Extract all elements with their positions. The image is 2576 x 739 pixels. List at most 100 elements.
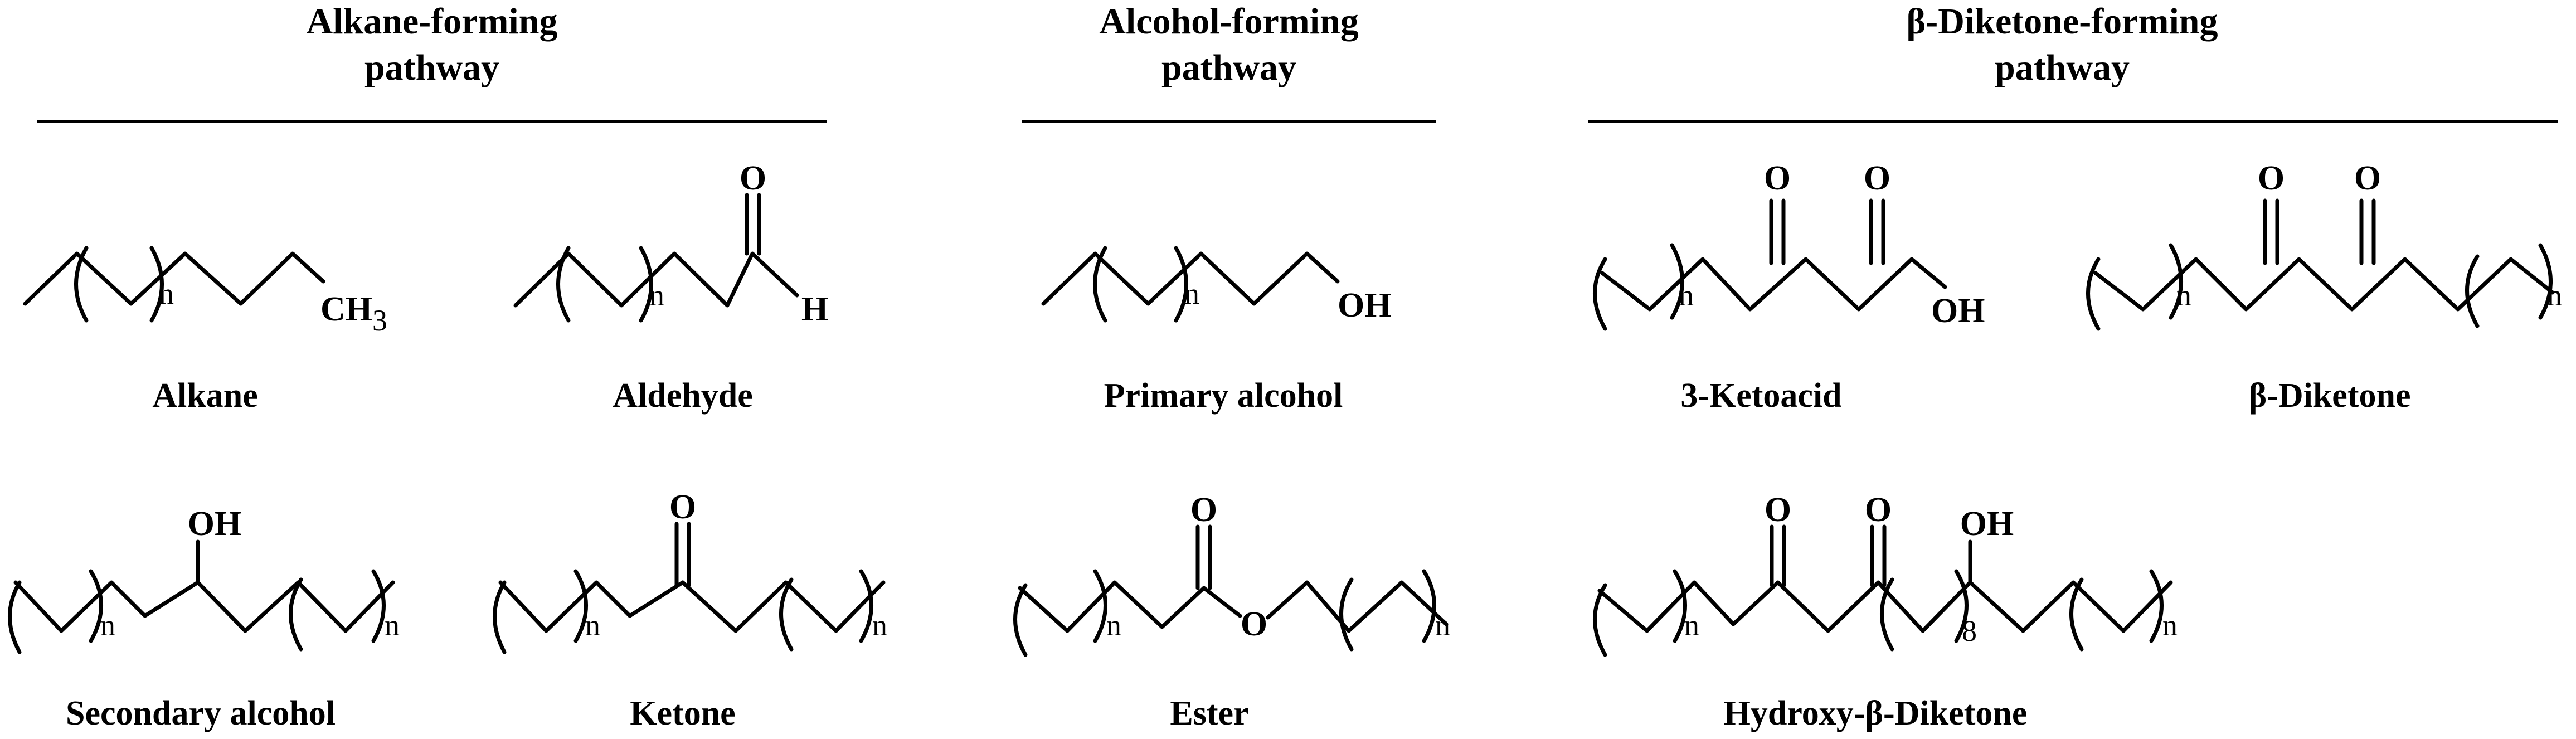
ketone-double-bond-2 [2359, 198, 2376, 265]
section-header-alcohol: Alcohol-forming pathway [1022, 1, 1436, 123]
carbon-chain [513, 251, 799, 308]
repeat-subscript: n [1684, 609, 1699, 642]
section-title-line1: Alkane-forming [307, 1, 558, 42]
repeat-bracket-close [89, 569, 103, 643]
molecule-caption: Secondary alcohol [66, 694, 336, 732]
structure-aldehyde: n O H Aldehyde [513, 159, 828, 415]
structure-ketoacid: n O O OH 3-Ketoacid [1593, 159, 1985, 415]
carbon-chain [1597, 580, 2173, 633]
repeat-subscript: n [1679, 279, 1694, 312]
hydroxyl-group: OH [1960, 505, 2014, 543]
repeat-subscript-2: n [2547, 279, 2562, 312]
repeat-bracket-close-2 [371, 569, 386, 643]
repeat-bracket-close-2 [859, 569, 873, 643]
repeat-subscript: n [100, 609, 115, 642]
repeat-bracket-open-2 [2465, 254, 2480, 328]
carbon-chain [1041, 251, 1340, 306]
molecule-caption: Ketone [630, 694, 735, 732]
structure-hydroxy-diketone: n O O 8 OH n Hydroxy-β-Diketone [1593, 491, 2178, 732]
repeat-bracket-close [1673, 569, 1687, 643]
carbonyl-oxygen: O [740, 159, 766, 197]
section-header-alkane: Alkane-forming pathway [37, 1, 827, 123]
ester-carbonyl-oxygen: O [1190, 491, 1217, 529]
acid-oxygen: O [1864, 159, 1890, 197]
ketone-oxygen-2: O [2354, 159, 2381, 197]
molecule-caption: Ester [1170, 694, 1248, 732]
repeat-subscript-2: 8 [1962, 614, 1977, 648]
repeat-bracket-close [149, 246, 164, 323]
molecule-caption: β-Diketone [2249, 377, 2411, 415]
section-title-line1: β-Diketone-forming [1906, 1, 2218, 42]
carbon-chain [498, 580, 886, 633]
repeat-bracket-close [2169, 243, 2183, 320]
carbon-chain [1600, 257, 1947, 312]
repeat-bracket-close-2 [1954, 569, 1969, 643]
repeat-bracket-close-2 [1422, 569, 1436, 643]
repeat-bracket-close-3 [2149, 569, 2164, 643]
ketone-oxygen: O [1764, 159, 1791, 197]
repeat-subscript-2: n [385, 609, 400, 642]
section-title-line1: Alcohol-forming [1099, 1, 1359, 42]
repeat-bracket-close [573, 569, 588, 643]
ketone-double-bond [674, 522, 691, 587]
acid-double-bond [1869, 198, 1885, 265]
repeat-bracket-open [1013, 583, 1028, 657]
hydroxyl-group: OH [1931, 292, 1985, 330]
repeat-subscript-2: n [872, 609, 887, 642]
repeat-subscript: n [1106, 609, 1121, 642]
repeat-bracket-open [493, 580, 507, 654]
repeat-subscript: n [2176, 279, 2191, 312]
repeat-bracket-open-2 [1339, 577, 1354, 652]
repeat-bracket-close [1093, 569, 1107, 643]
repeat-bracket-open [556, 246, 571, 323]
repeat-bracket-close [639, 246, 653, 323]
repeat-subscript: n [1184, 277, 1199, 310]
repeat-subscript: n [159, 277, 174, 310]
repeat-subscript: n [585, 609, 600, 642]
repeat-bracket-open [1593, 257, 1607, 331]
molecule-caption: Primary alcohol [1104, 377, 1343, 415]
repeat-bracket-close [1670, 243, 1684, 320]
carbon-chain [13, 580, 395, 633]
repeat-bracket-close [1174, 246, 1188, 323]
ketone-oxygen-1: O [1765, 491, 1791, 529]
repeat-subscript: n [649, 279, 664, 312]
ketone-oxygen-1: O [2258, 159, 2285, 197]
structure-diketone: n O O n β-Diketone [2086, 159, 2562, 415]
repeat-subscript-3: n [2162, 609, 2178, 642]
repeat-bracket-close-2 [2538, 243, 2553, 320]
repeat-bracket-open [2086, 257, 2101, 331]
carbon-chain [23, 251, 325, 306]
molecule-caption: 3-Ketoacid [1680, 377, 1841, 415]
hydroxyl-group: OH [188, 505, 241, 543]
repeat-bracket-open-3 [2069, 577, 2084, 652]
carbon-chain [1018, 580, 1449, 633]
molecule-caption: Alkane [152, 377, 257, 415]
structure-secondary-alcohol: n OH n Secondary alcohol [8, 505, 400, 732]
repeat-subscript-2: n [1435, 609, 1450, 642]
repeat-bracket-open [1593, 583, 1607, 657]
section-title-line2: pathway [1161, 47, 1296, 88]
ketone-double-bond-1 [1770, 524, 1786, 587]
repeat-bracket-open-2 [779, 577, 794, 652]
ketone-oxygen-2: O [1865, 491, 1892, 529]
structure-ester: n O O n Ester [1013, 491, 1450, 732]
section-header-diketone: β-Diketone-forming pathway [1588, 1, 2558, 123]
repeat-bracket-open-2 [289, 577, 303, 652]
molecule-caption: Hydroxy-β-Diketone [1724, 694, 2028, 732]
ketone-double-bond-1 [2263, 198, 2279, 265]
structure-ketone: n O n Ketone [493, 488, 887, 732]
ester-oxygen: O [1241, 605, 1267, 643]
structure-alkane: n CH3 Alkane [23, 246, 387, 415]
carbonyl-double-bond [745, 193, 761, 256]
repeat-bracket-open [1093, 246, 1107, 323]
ketone-double-bond-2 [1870, 524, 1887, 587]
ester-double-bond [1195, 524, 1212, 590]
repeat-bracket-open [74, 246, 89, 323]
carbon-chain [2093, 257, 2555, 312]
hydroxyl-group: OH [1338, 286, 1391, 324]
methyl-group: CH3 [320, 290, 387, 337]
section-title-line2: pathway [1995, 47, 2130, 88]
repeat-bracket-open-2 [1880, 577, 1894, 652]
